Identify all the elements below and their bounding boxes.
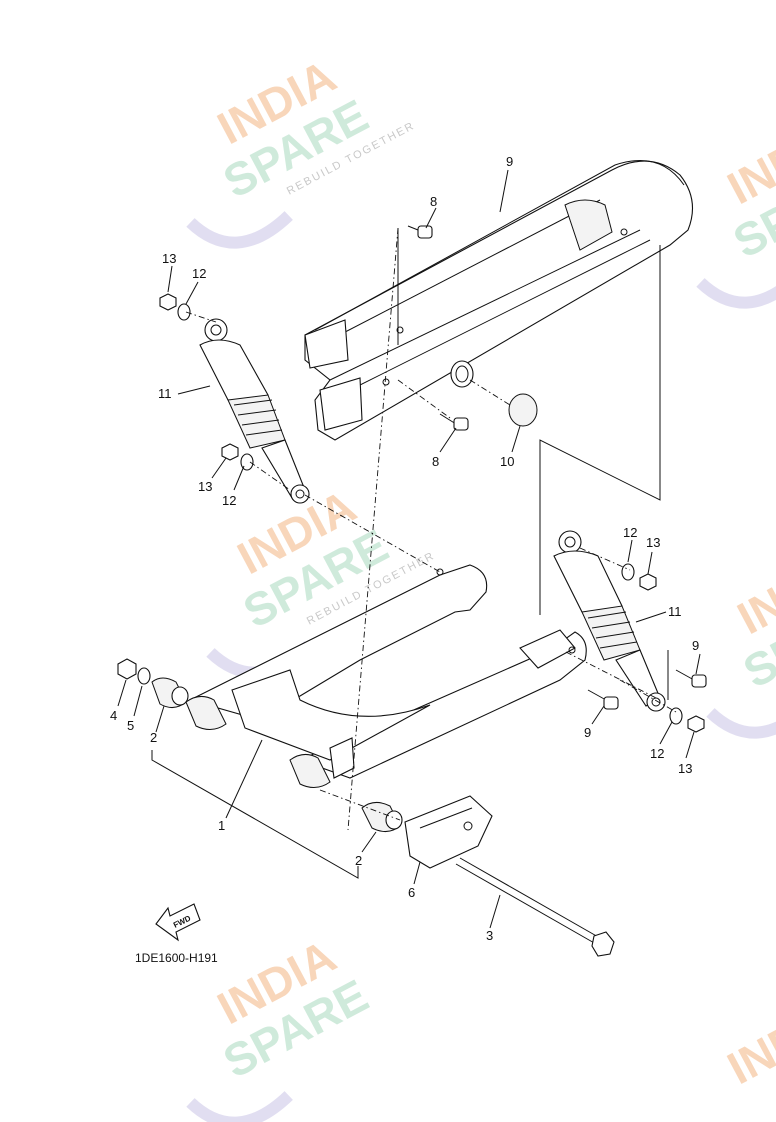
callout-8-lower: 8 <box>432 454 439 469</box>
shock-absorber-left <box>199 318 310 504</box>
nut-13-left-bottom <box>221 443 254 471</box>
svg-text:INDIA: INDIA <box>719 990 776 1095</box>
callout-1: 1 <box>218 818 225 833</box>
callout-9-right: 9 <box>692 638 699 653</box>
callout-12-right-bottom: 12 <box>650 746 664 761</box>
callout-13-right-top: 13 <box>646 535 660 550</box>
callout-13-left-top: 13 <box>162 251 176 266</box>
bolt-9-right <box>675 669 707 688</box>
chain-guide <box>404 795 493 869</box>
callout-10: 10 <box>500 454 514 469</box>
callout-12-left-bottom: 12 <box>222 493 236 508</box>
callout-4: 4 <box>110 708 117 723</box>
callout-11-right: 11 <box>668 604 682 619</box>
nut-13-left-top <box>159 293 191 321</box>
callout-12-right-top: 12 <box>623 525 637 540</box>
fwd-arrow-icon: FWD <box>155 903 201 942</box>
nut-4 <box>117 658 137 680</box>
callout-7: 9 <box>506 154 513 169</box>
bolt-8-lower <box>439 413 469 431</box>
assembly-lines <box>185 227 677 831</box>
svg-text:INDIA: INDIA <box>729 540 776 645</box>
bushing-2-right <box>361 802 403 832</box>
washer-5 <box>137 667 151 685</box>
callout-9-center: 9 <box>584 725 591 740</box>
shock-absorber-right <box>553 530 666 712</box>
chain-case <box>304 160 694 441</box>
callout-2-left: 2 <box>150 730 157 745</box>
callout-11-left: 11 <box>158 386 172 401</box>
callout-12-left-top: 12 <box>192 266 206 281</box>
swing-arm <box>185 564 587 788</box>
nut-13-right-bottom <box>669 707 705 733</box>
bolt-8-upper <box>407 225 433 239</box>
callout-5: 5 <box>127 718 134 733</box>
callout-3: 3 <box>486 928 493 943</box>
diagram-code: 1DE1600-H191 <box>135 951 218 965</box>
grommet <box>450 360 538 427</box>
callout-13-left-bottom: 13 <box>198 479 212 494</box>
bolt-9-center <box>587 689 619 710</box>
callout-labels: 9 8 8 10 13 12 11 13 12 12 13 11 9 9 12 … <box>110 154 699 943</box>
pivot-bolt <box>455 857 615 957</box>
bushing-2-left <box>151 677 189 708</box>
nut-13-right-top <box>621 563 657 591</box>
callout-2-right: 2 <box>355 853 362 868</box>
bracket-lines <box>151 228 669 879</box>
callout-13-right-bottom: 13 <box>678 761 692 776</box>
leader-lines <box>117 169 701 929</box>
callout-6: 6 <box>408 885 415 900</box>
callout-8-upper: 8 <box>430 194 437 209</box>
